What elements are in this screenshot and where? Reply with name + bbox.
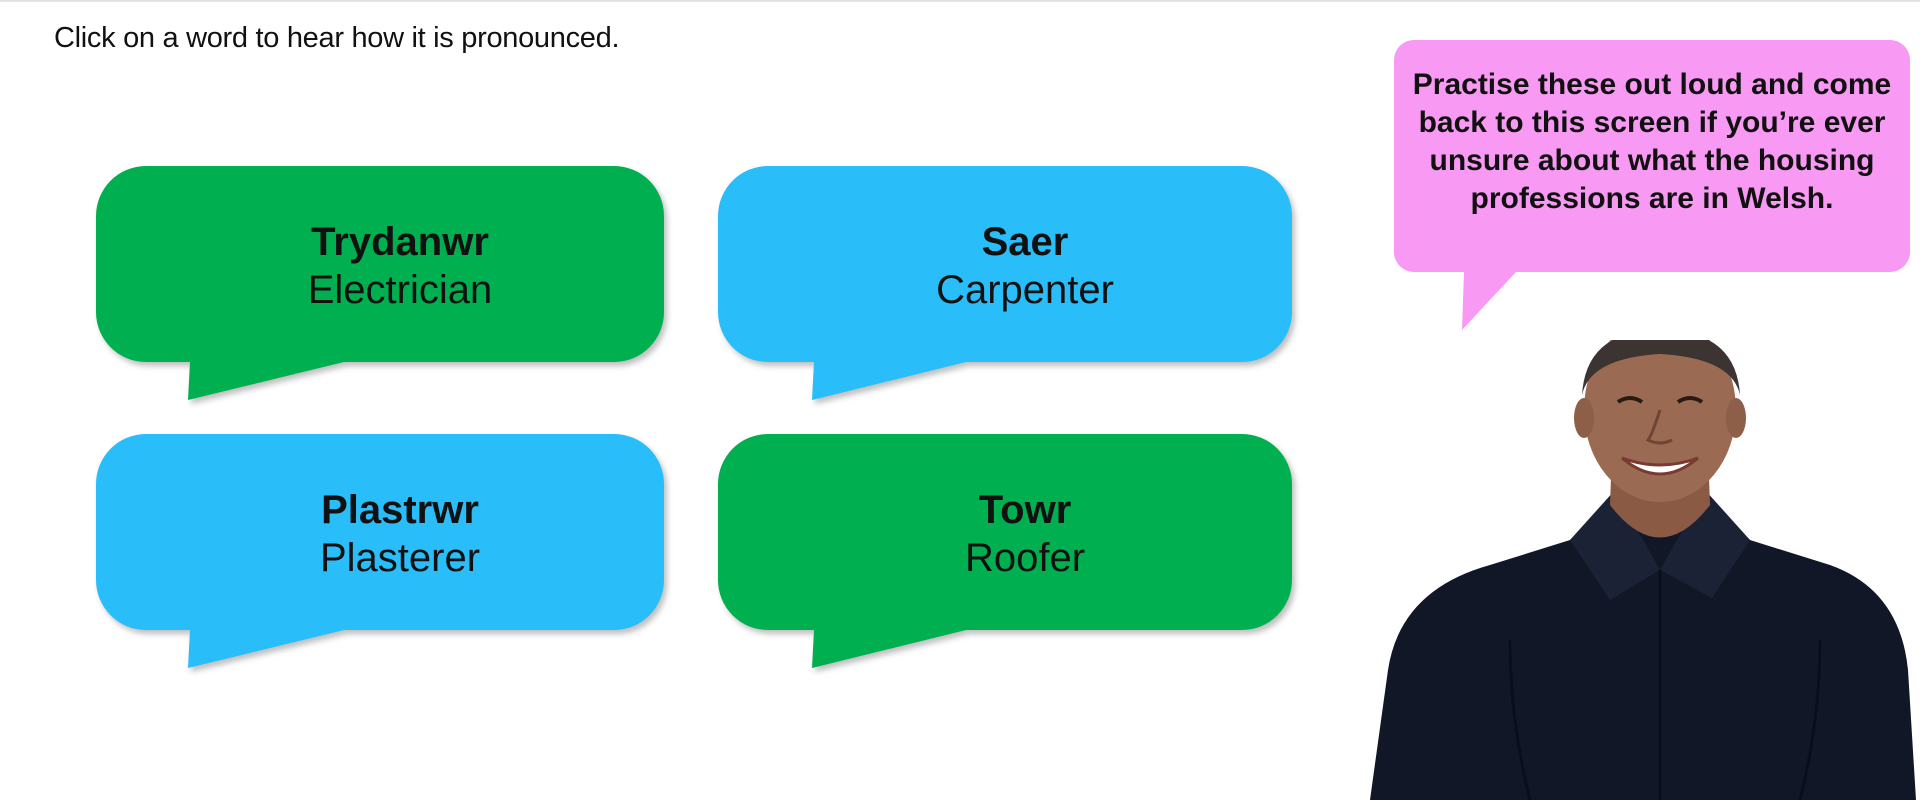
welsh-word: Saer <box>981 220 1069 264</box>
word-bubble-saer[interactable]: Saer Carpenter <box>718 166 1338 426</box>
presenter-speech-bubble: Practise these out loud and come back to… <box>1394 40 1910 340</box>
word-bubble-plastrwr[interactable]: Plastrwr Plasterer <box>96 434 716 694</box>
welsh-word: Trydanwr <box>311 220 489 264</box>
instruction-text: Click on a word to hear how it is pronou… <box>54 22 620 54</box>
word-bubble-trydanwr[interactable]: Trydanwr Electrician <box>96 166 716 426</box>
top-divider <box>0 0 1920 2</box>
speech-bubble-shape <box>718 166 1292 400</box>
presenter-photo <box>1360 318 1920 800</box>
english-word: Plasterer <box>319 536 481 580</box>
speech-bubble-shape <box>1394 40 1910 330</box>
word-bubble-towr[interactable]: Towr Roofer <box>718 434 1338 694</box>
speech-bubble-shape <box>96 434 664 668</box>
speech-bubble-shape <box>96 166 664 400</box>
speech-text: Practise these out loud and come back to… <box>1412 68 1892 215</box>
welsh-word: Towr <box>978 488 1072 532</box>
speech-bubble-shape <box>718 434 1292 668</box>
english-word: Electrician <box>307 268 493 312</box>
english-word: Carpenter <box>936 268 1114 312</box>
welsh-word: Plastrwr <box>321 488 479 532</box>
presenter-icon <box>1370 318 1916 800</box>
english-word: Roofer <box>964 536 1086 580</box>
